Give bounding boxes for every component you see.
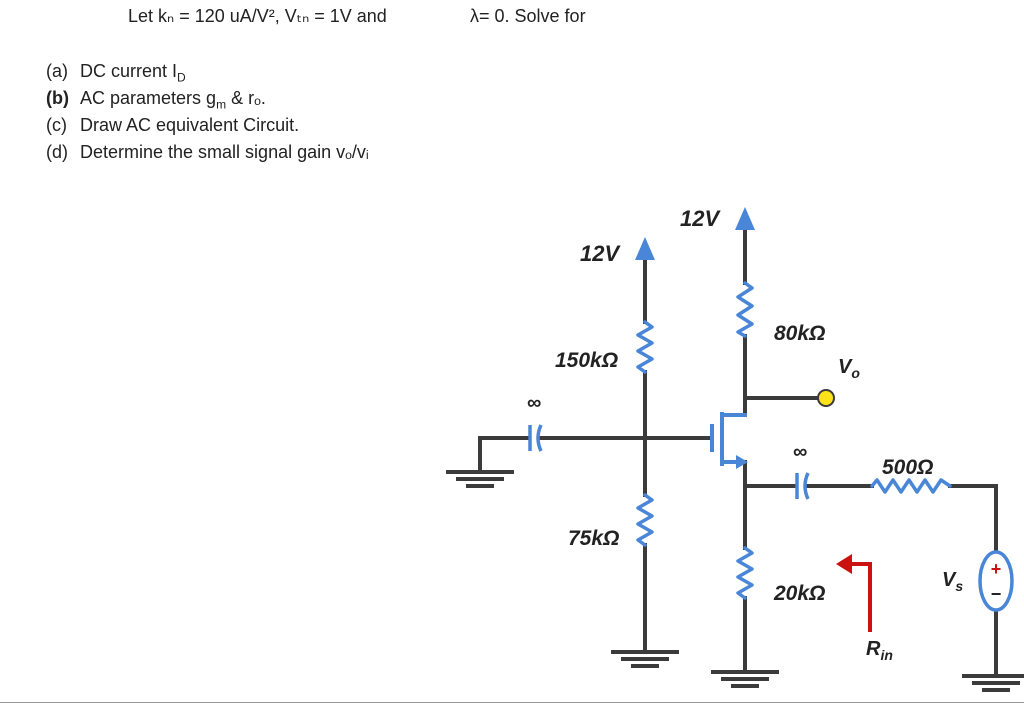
resistor-150k (636, 320, 654, 374)
label-cap-out: ∞ (793, 441, 807, 463)
part-b-tail: & rₒ. (226, 88, 266, 108)
page-divider (0, 702, 1024, 703)
cap-out-plate-2 (803, 472, 810, 500)
label-rin: Rin (866, 638, 893, 663)
part-a-sub: D (177, 70, 186, 85)
resistor-75k (636, 493, 654, 547)
part-c-tag: (c) (46, 115, 67, 135)
label-rin-sub: in (880, 647, 892, 663)
resistor-80k (736, 281, 754, 338)
part-b: (b) AC parameters gm & rₒ. (46, 88, 266, 112)
source-plus: + (991, 559, 1002, 579)
part-a-text: DC current I (80, 61, 178, 81)
label-vout-sub: o (851, 365, 860, 381)
problem-statement-cont: λ= 0. Solve for (470, 6, 586, 26)
resistor-500 (870, 478, 952, 494)
part-b-tag: (b) (46, 88, 69, 108)
part-a-tag: (a) (46, 61, 68, 81)
part-c-text: Draw AC equivalent Circuit. (80, 115, 300, 135)
part-c: (c) Draw AC equivalent Circuit. (46, 115, 299, 136)
vdd-arrow-gate (635, 237, 655, 260)
label-r2: 75kΩ (568, 527, 619, 550)
label-vdd-drain: 12V (680, 206, 721, 231)
mosfet-source-arrow (736, 455, 748, 469)
label-vout-main: V (838, 356, 853, 378)
label-vs-sub: s (955, 578, 963, 594)
part-d-text: Determine the small signal gain vₒ/vᵢ (80, 142, 369, 162)
part-d: (d) Determine the small signal gain vₒ/vᵢ (46, 142, 369, 163)
label-rsig: 500Ω (882, 456, 933, 479)
part-a: (a) DC current ID (46, 61, 186, 85)
label-rs: 20kΩ (773, 582, 825, 605)
wires (446, 230, 1024, 692)
vdd-arrow-drain (735, 207, 755, 230)
label-rin-main: R (866, 638, 881, 660)
part-b-sub: m (216, 97, 227, 112)
voltage-source (978, 550, 1014, 612)
resistor-20k (736, 546, 754, 600)
part-d-tag: (d) (46, 142, 68, 162)
vout-node (817, 389, 835, 407)
label-vs: Vs (942, 569, 963, 594)
label-vdd-gate: 12V (580, 241, 621, 266)
problem-statement: Let kₙ = 120 uA/V², Vₜₙ = 1V and (128, 6, 387, 26)
rin-arrow-line (848, 562, 872, 632)
capacitors (528, 424, 810, 500)
label-r1: 150kΩ (555, 349, 618, 372)
rin-arrow-head (836, 554, 852, 574)
mosfet (710, 412, 747, 466)
label-vout: Vo (838, 356, 860, 381)
part-b-text: AC parameters g (80, 88, 217, 108)
label-rd: 80kΩ (774, 322, 825, 345)
label-vs-main: V (942, 569, 957, 591)
label-cap-in: ∞ (527, 392, 541, 414)
source-minus: − (991, 584, 1002, 604)
resistors (636, 281, 952, 600)
rin-arrow (848, 562, 872, 632)
cap-in-plate-2 (536, 424, 543, 452)
